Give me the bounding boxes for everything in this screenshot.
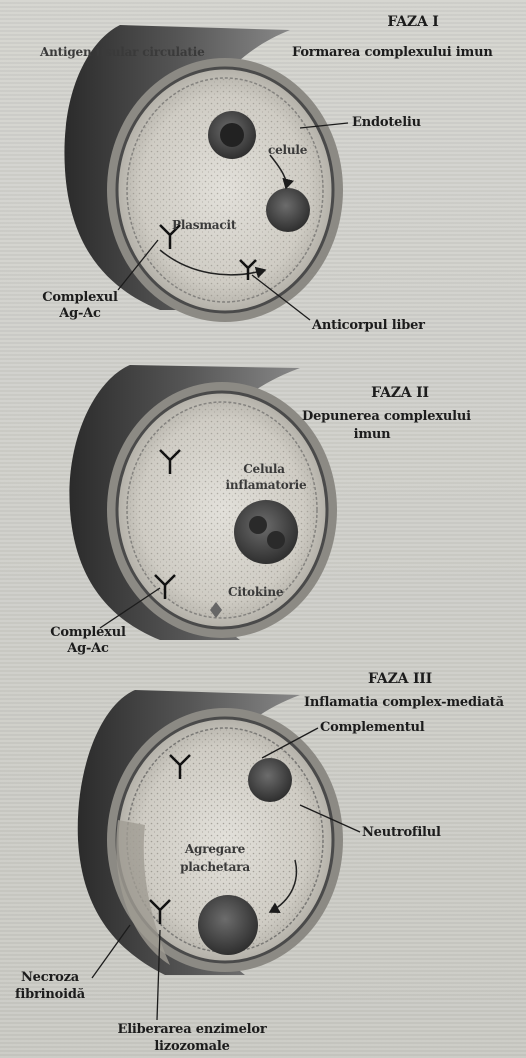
label-platelet-2: plachetara bbox=[160, 860, 270, 875]
phase-1-title: FAZA I bbox=[358, 15, 468, 30]
label-necrosis: Necroza bbox=[10, 970, 90, 985]
label-platelet: Agregare bbox=[165, 842, 265, 857]
label-endothelium: Endoteliu bbox=[352, 115, 421, 130]
phase-2-subtitle: Depunerea complexului bbox=[302, 409, 471, 424]
label-enzymes: Eliberarea enzimelor bbox=[112, 1022, 272, 1037]
phase-2-title: FAZA II bbox=[340, 386, 460, 401]
label-enzymes-2: lizozomale bbox=[142, 1039, 242, 1054]
label-plasmacyte: Plasmacit bbox=[172, 218, 236, 233]
label-necrosis-2: fibrinoidă bbox=[6, 987, 94, 1002]
phase-3-subtitle: Inflamatia complex-mediată bbox=[304, 695, 504, 710]
label-complex-1b: Ag-Ac bbox=[30, 306, 130, 321]
label-inflam-cell-2: inflamatorie bbox=[218, 478, 314, 493]
phase-1-subtitle: Formarea complexului imun bbox=[292, 45, 493, 60]
label-antigen: Antigen tisular circulatie bbox=[40, 45, 205, 60]
vessel-phase-3 bbox=[78, 690, 343, 975]
phase-2-subtitle-line2: imun bbox=[342, 427, 402, 442]
label-antibody: Anticorpul liber bbox=[312, 318, 425, 333]
vessel-phase-2 bbox=[69, 365, 337, 640]
label-cells: celule bbox=[268, 143, 307, 158]
label-inflam-cell: Celula bbox=[224, 462, 304, 477]
label-neutrophil: Neutrofilul bbox=[362, 825, 441, 840]
label-cytokines: Citokine bbox=[228, 585, 283, 600]
phase-3-title: FAZA III bbox=[340, 672, 460, 687]
label-complex-2b: Ag-Ac bbox=[38, 641, 138, 656]
vessel-phase-1 bbox=[64, 25, 343, 322]
label-complex-1: Complexul bbox=[30, 290, 130, 305]
label-complex-2: Complexul bbox=[38, 625, 138, 640]
label-complement: Complementul bbox=[320, 720, 425, 735]
